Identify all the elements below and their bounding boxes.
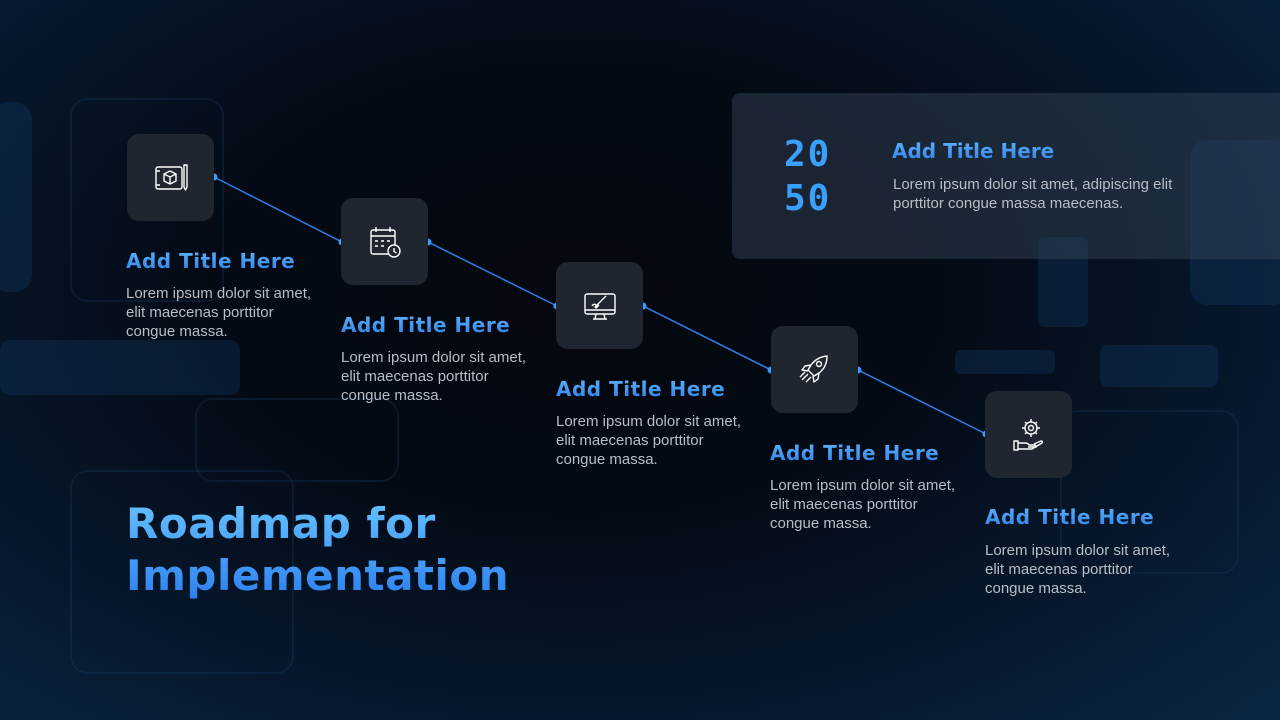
year-bottom: 50 (784, 178, 832, 219)
step-4-title: Add Title Here (770, 441, 940, 465)
background-shape (955, 350, 1055, 374)
step-3-title: Add Title Here (556, 377, 726, 401)
background-shape (195, 398, 399, 482)
background-shape (0, 102, 32, 292)
step-5-title: Add Title Here (985, 505, 1155, 529)
step-3-description: Lorem ipsum dolor sit amet, elit maecena… (556, 413, 742, 468)
page-title-line-1: Roadmap for (126, 499, 436, 548)
background-shape (1100, 345, 1218, 387)
step-1-description: Lorem ipsum dolor sit amet, elit maecena… (126, 285, 312, 340)
hand-gear-icon (1012, 418, 1043, 451)
highlight-description: Lorem ipsum dolor sit amet, adipiscing e… (893, 176, 1173, 212)
step-5-node (985, 391, 1072, 478)
step-1-title: Add Title Here (126, 249, 296, 273)
blueprint-icon (154, 163, 188, 191)
page-title: Roadmap for Implementation (126, 498, 546, 602)
step-2-title: Add Title Here (341, 313, 511, 337)
page-title-line-2: Implementation (126, 551, 510, 600)
highlight-title: Add Title Here (892, 139, 1055, 163)
step-3-node (556, 262, 643, 349)
step-2-node (341, 198, 428, 285)
year-label: 20 50 (784, 133, 854, 221)
background-shape (70, 98, 224, 302)
year-top: 20 (784, 134, 832, 175)
monitor-design-icon (583, 292, 616, 320)
highlight-panel: 20 50 Add Title Here Lorem ipsum dolor s… (732, 93, 1280, 259)
step-2-description: Lorem ipsum dolor sit amet, elit maecena… (341, 349, 527, 404)
step-4-description: Lorem ipsum dolor sit amet, elit maecena… (770, 477, 956, 532)
background-shape (0, 340, 240, 395)
step-5-description: Lorem ipsum dolor sit amet, elit maecena… (985, 542, 1171, 597)
step-4-node (771, 326, 858, 413)
background-shape (1190, 140, 1280, 305)
calendar-clock-icon (369, 226, 401, 258)
background-shape (1038, 237, 1088, 327)
step-1-node (127, 134, 214, 221)
background-shape (1060, 410, 1239, 574)
rocket-icon (799, 354, 828, 383)
background-shape (70, 470, 294, 674)
